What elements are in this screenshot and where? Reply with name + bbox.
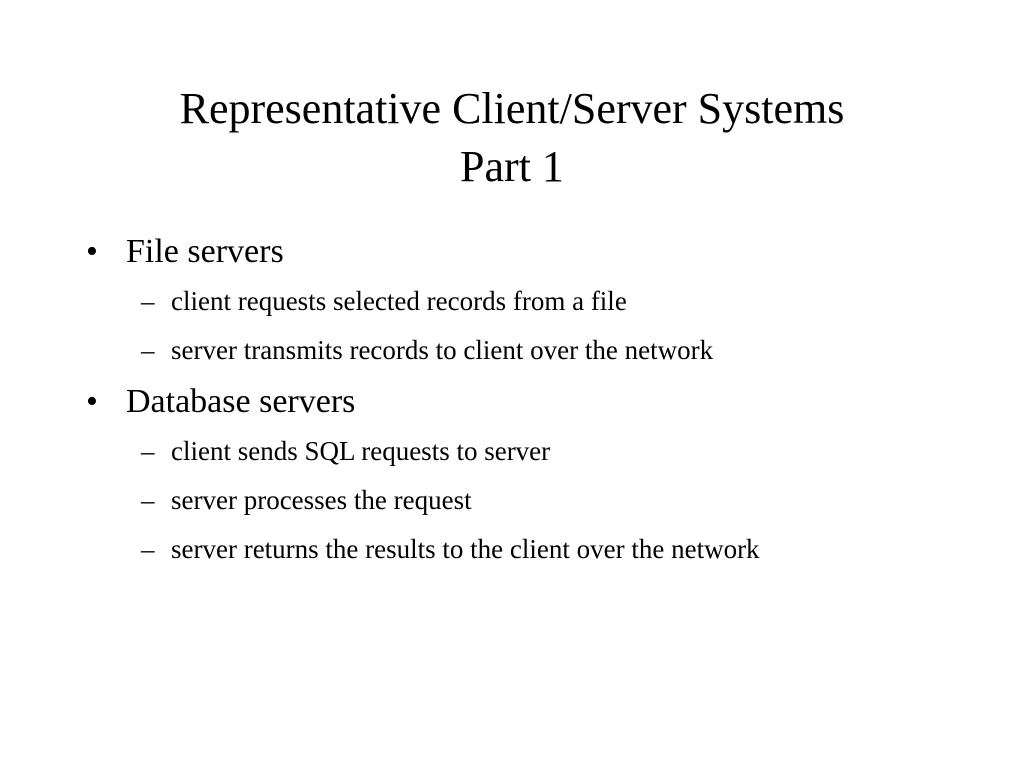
sub-bullet-text: server processes the request <box>171 485 472 515</box>
slide-title: Representative Client/Server Systems Par… <box>0 80 1024 196</box>
bullet-marker-icon: • <box>86 233 98 270</box>
dash-marker-icon: – <box>141 286 155 316</box>
title-line-2: Part 1 <box>460 142 564 191</box>
dash-marker-icon: – <box>141 485 155 515</box>
sub-bullet-item: – server transmits records to client ove… <box>86 334 986 366</box>
sub-bullet-item: – server returns the results to the clie… <box>86 533 986 565</box>
sub-bullet-item: – client requests selected records from … <box>86 285 986 317</box>
bullet-list: • File servers – client requests selecte… <box>86 232 986 565</box>
title-line-1: Representative Client/Server Systems <box>179 84 845 133</box>
sub-bullet-item: – client sends SQL requests to server <box>86 435 986 467</box>
bullet-marker-icon: • <box>86 383 98 420</box>
sub-bullet-text: server returns the results to the client… <box>171 534 760 564</box>
dash-marker-icon: – <box>141 436 155 466</box>
sub-bullet-text: server transmits records to client over … <box>171 335 714 365</box>
dash-marker-icon: – <box>141 534 155 564</box>
bullet-label: File servers <box>126 233 284 270</box>
dash-marker-icon: – <box>141 335 155 365</box>
sub-bullet-text: client sends SQL requests to server <box>171 436 551 466</box>
bullet-item-file-servers: • File servers <box>86 232 986 272</box>
sub-bullet-item: – server processes the request <box>86 484 986 516</box>
bullet-label: Database servers <box>126 383 356 420</box>
bullet-item-database-servers: • Database servers <box>86 382 986 422</box>
sub-bullet-text: client requests selected records from a … <box>171 286 627 316</box>
